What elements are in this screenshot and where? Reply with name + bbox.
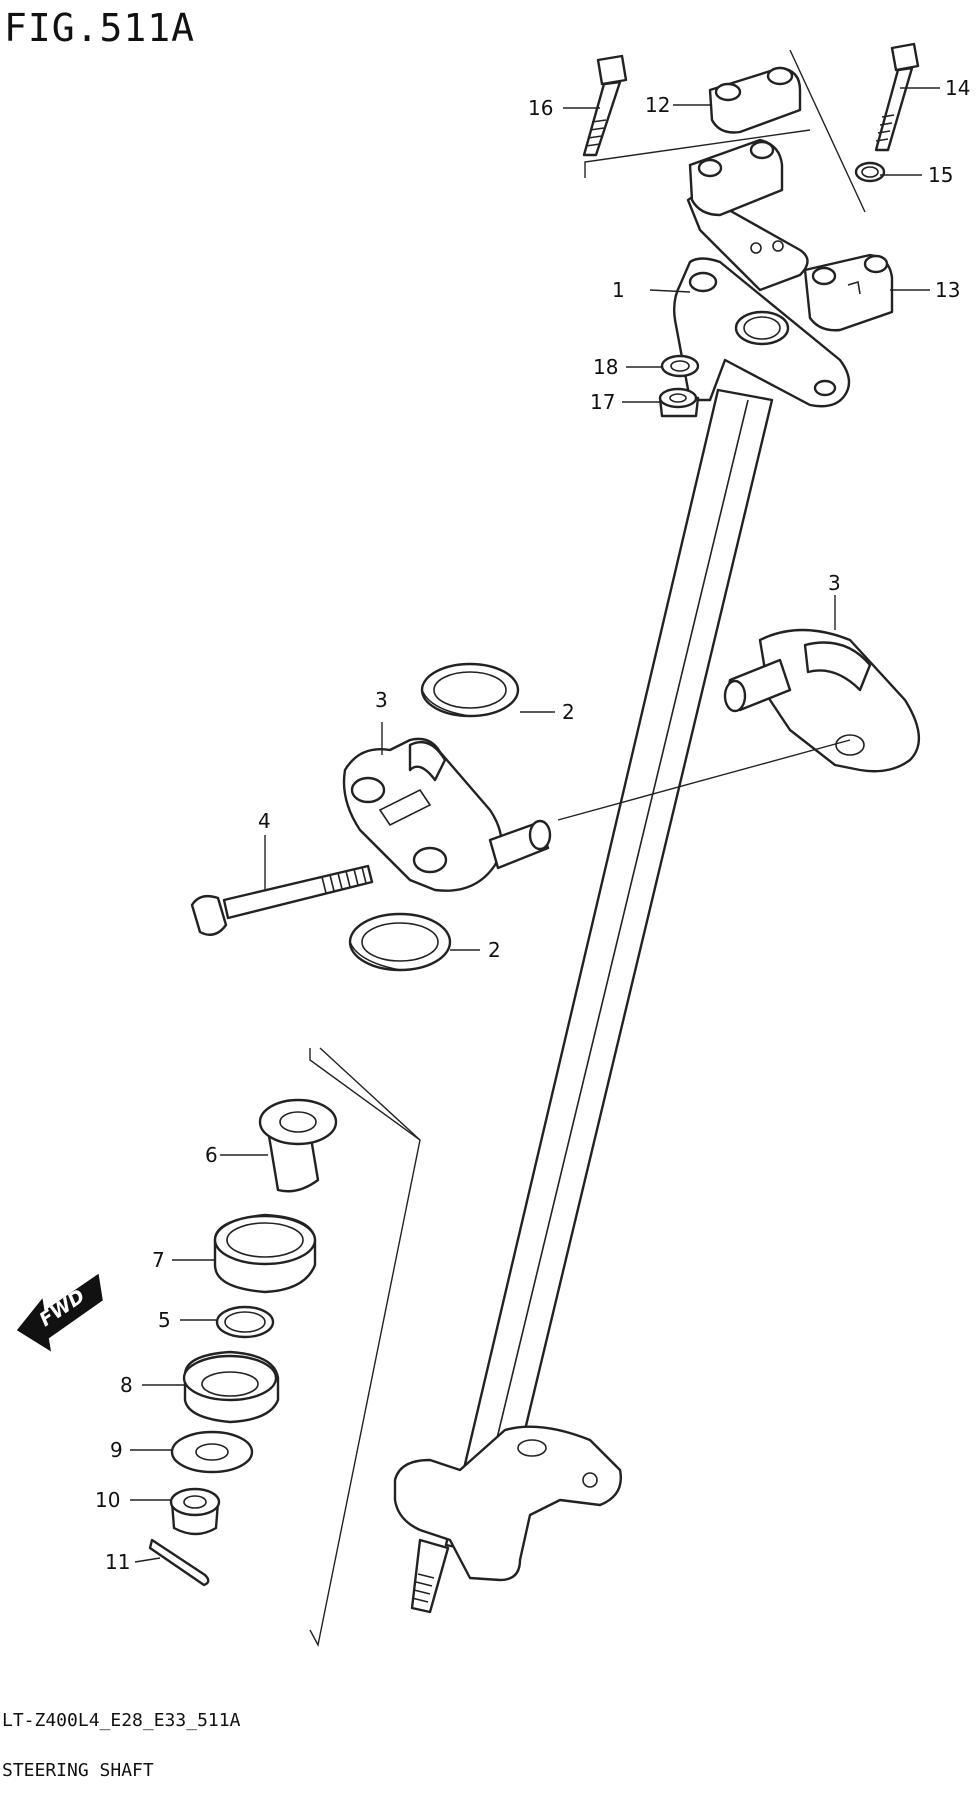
figure-name: STEERING SHAFT (2, 1760, 154, 1781)
fwd-arrow-icon: FWD (16, 1273, 103, 1352)
callout-18: 18 (593, 355, 618, 379)
part-2-bearing-lower (348, 912, 452, 972)
part-13-holder-lower (803, 253, 894, 332)
callout-16: 16 (528, 96, 553, 120)
callout-1: 1 (612, 278, 625, 302)
part-3-holder-left (342, 737, 552, 892)
callout-15: 15 (928, 163, 953, 187)
callout-14: 14 (945, 76, 970, 100)
callout-9: 9 (110, 1438, 123, 1462)
part-8-bearing (182, 1350, 280, 1424)
callout-7: 7 (152, 1248, 165, 1272)
part-15-washer (854, 161, 886, 183)
callout-labels: 1 2 2 3 3 4 5 6 7 8 9 10 11 12 13 14 15 … (95, 76, 970, 1574)
callout-2b: 2 (488, 938, 501, 962)
steering-shaft (444, 388, 774, 1557)
callout-11: 11 (105, 1550, 130, 1574)
leader-lines (130, 87, 940, 1563)
callout-5: 5 (158, 1308, 171, 1332)
part-17-nut (658, 387, 700, 418)
part-1-upper-bracket (672, 194, 851, 408)
part-7-seal (213, 1213, 317, 1294)
figure-code: LT-Z400L4_E28_E33_511A (2, 1710, 241, 1731)
callout-4: 4 (258, 809, 271, 833)
callout-3b: 3 (828, 571, 841, 595)
part-6-bushing (258, 1098, 338, 1193)
callout-8: 8 (120, 1373, 133, 1397)
shaft-lower-arm (393, 1425, 622, 1614)
callout-13: 13 (935, 278, 960, 302)
part-3-holder-right (723, 628, 921, 773)
part-10-nut (169, 1487, 221, 1536)
part-2-bearing-upper (420, 662, 520, 718)
part-9-washer (170, 1430, 254, 1474)
callout-2a: 2 (562, 700, 575, 724)
part-5-oring (215, 1305, 275, 1339)
part-12-holder-upper (688, 66, 802, 217)
callout-3a: 3 (375, 688, 388, 712)
part-14-bolt (874, 42, 920, 152)
callout-17: 17 (590, 390, 615, 414)
callout-12: 12 (645, 93, 670, 117)
figure-title: FIG.511A (4, 6, 196, 50)
part-4-bolt (190, 864, 374, 936)
part-18-washer (660, 354, 700, 378)
part-11-cotter-pin (148, 1538, 210, 1587)
callout-6: 6 (205, 1143, 218, 1167)
part-16-bolt (582, 54, 628, 157)
callout-10: 10 (95, 1488, 120, 1512)
